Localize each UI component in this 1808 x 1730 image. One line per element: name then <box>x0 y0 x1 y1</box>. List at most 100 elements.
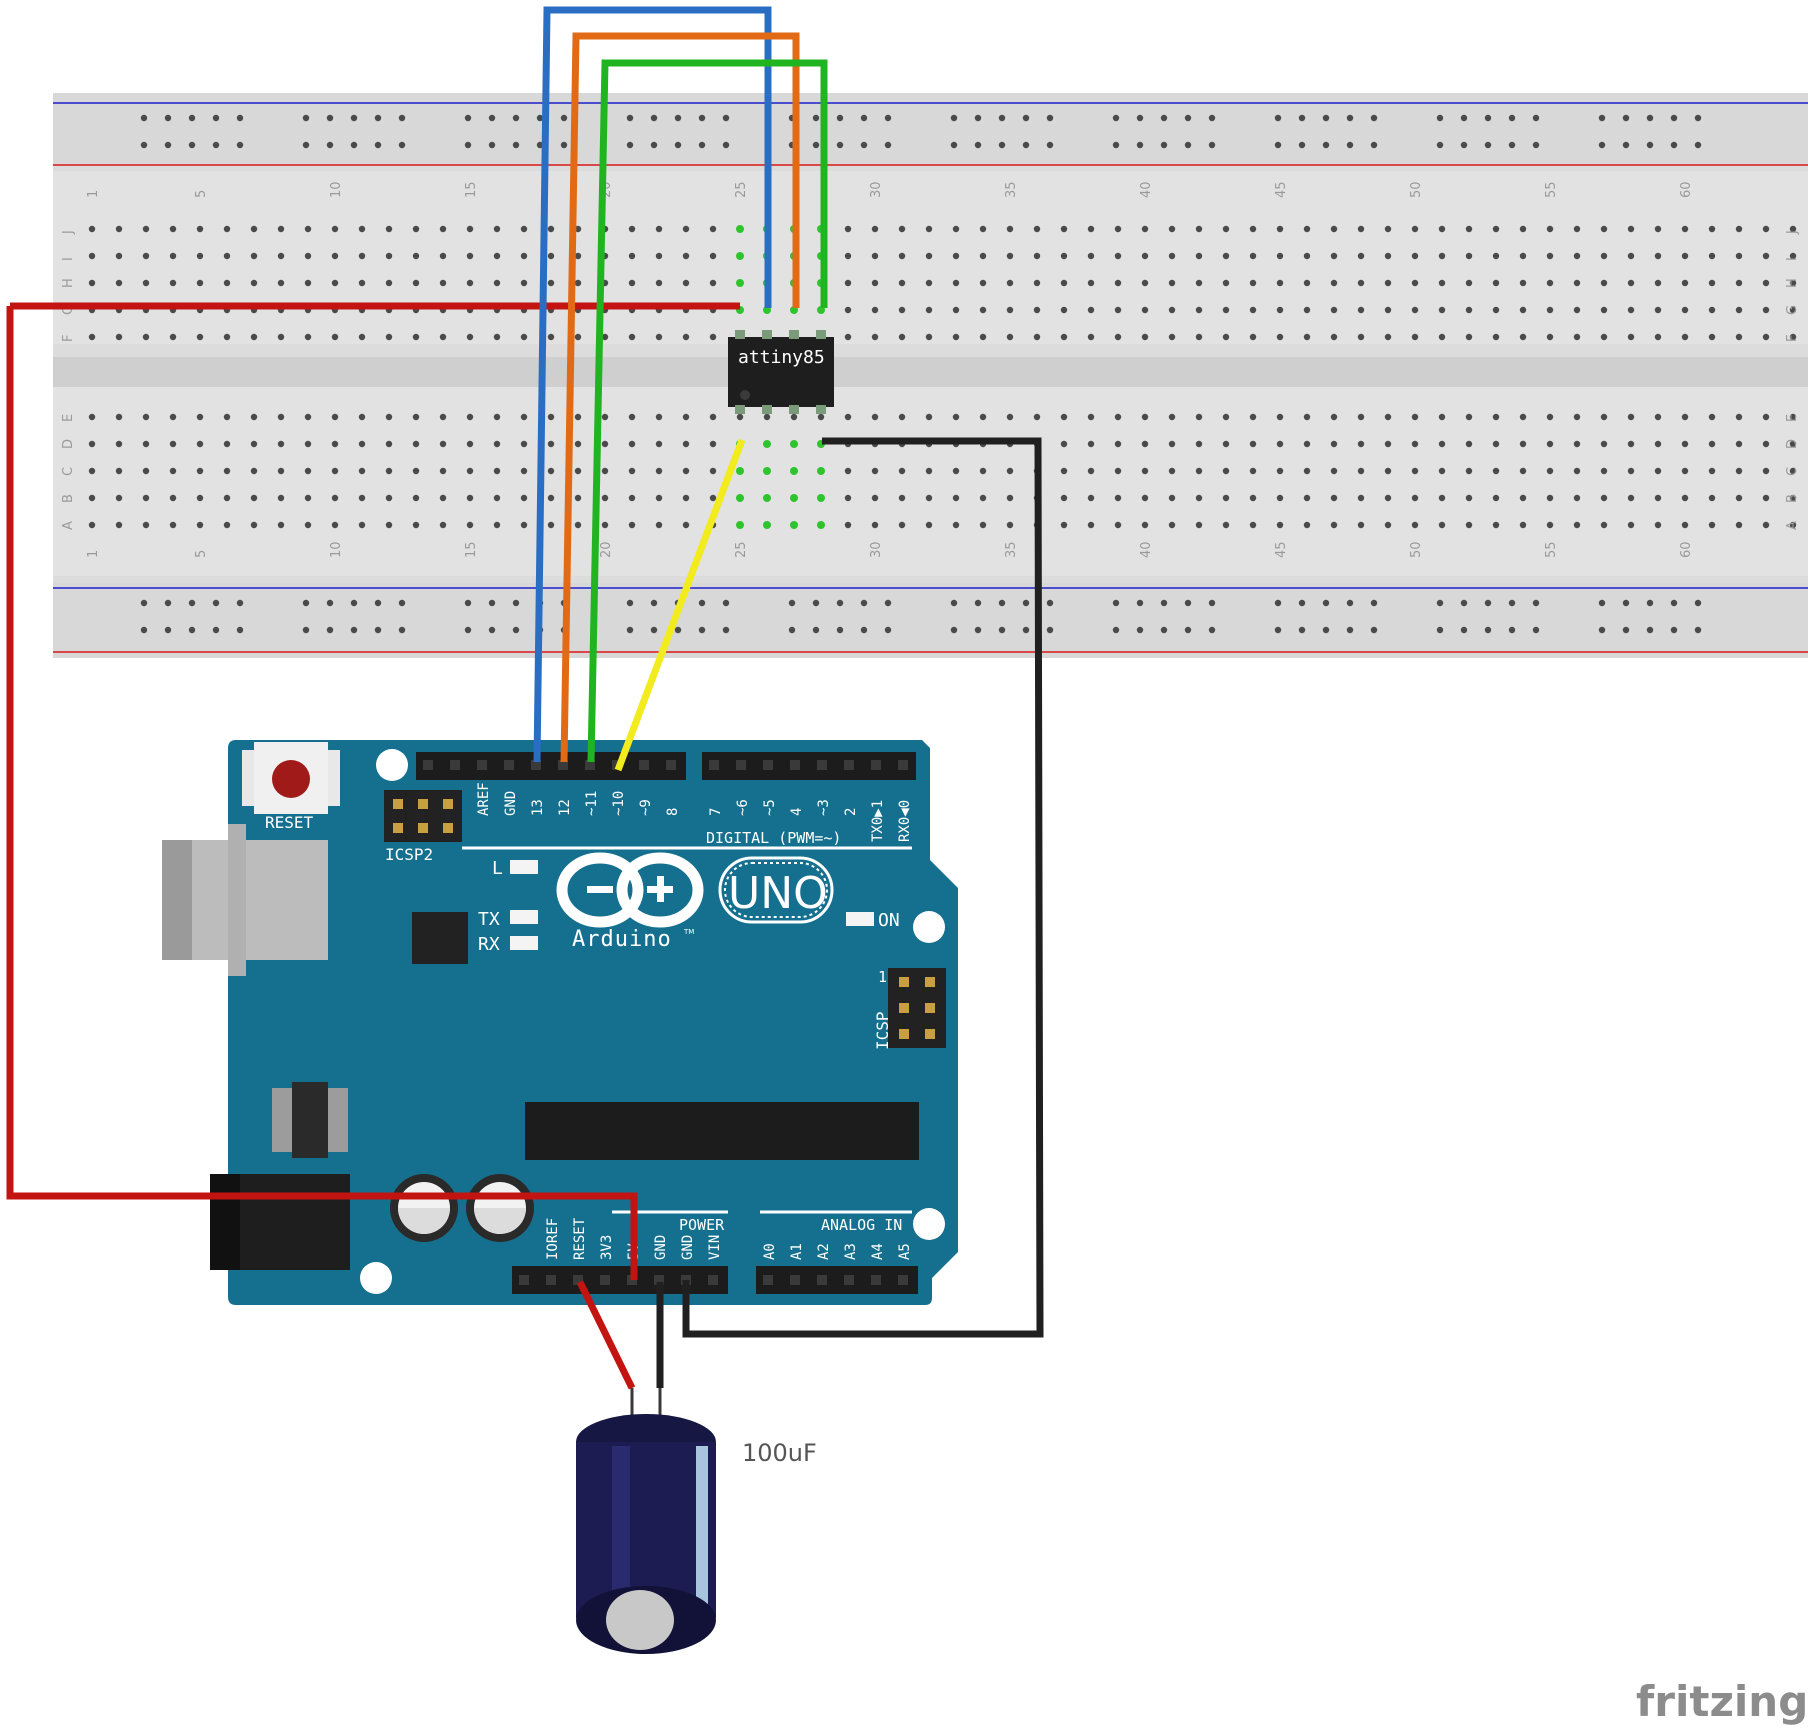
rail-hole <box>836 114 844 122</box>
breadboard-hole <box>250 467 258 475</box>
breadboard-hole <box>493 279 501 287</box>
breadboard-hole <box>250 252 258 260</box>
header-pin <box>925 977 935 987</box>
chip-leg <box>789 330 799 339</box>
analog-pin-label: A3 <box>843 1243 859 1260</box>
breadboard-hole <box>1735 467 1743 475</box>
rail-hole <box>1046 626 1054 634</box>
breadboard-hole <box>1384 333 1392 341</box>
breadboard-hole <box>1546 521 1554 529</box>
breadboard-hole <box>682 467 690 475</box>
breadboard-hole <box>1087 252 1095 260</box>
rail-hole <box>188 114 196 122</box>
column-number: 1 <box>86 550 101 558</box>
analog-pin-label: A4 <box>870 1243 886 1260</box>
ic-chip-small <box>412 912 468 964</box>
breadboard-hole <box>1519 279 1527 287</box>
breadboard-hole <box>1222 413 1230 421</box>
digital-header <box>416 752 916 780</box>
breadboard-hole <box>1438 521 1446 529</box>
column-number: 50 <box>1409 541 1424 558</box>
breadboard-hole <box>1492 225 1500 233</box>
breadboard-hole <box>142 521 150 529</box>
breadboard-hole <box>844 333 852 341</box>
rail-hole <box>1532 114 1540 122</box>
breadboard-hole <box>1276 467 1284 475</box>
column-number: 25 <box>734 541 749 558</box>
reset-button[interactable] <box>242 742 340 814</box>
rail-hole <box>626 599 634 607</box>
breadboard-hole <box>925 467 933 475</box>
column-number: 25 <box>734 181 749 198</box>
breadboard-hole <box>1141 252 1149 260</box>
row-letter: G <box>61 305 76 315</box>
breadboard-hole <box>1276 252 1284 260</box>
column-number: 55 <box>1544 181 1559 198</box>
breadboard-hole <box>1168 252 1176 260</box>
breadboard-hole <box>1519 440 1527 448</box>
rail-hole <box>884 114 892 122</box>
breadboard-hole <box>1330 279 1338 287</box>
breadboard-hole <box>1006 279 1014 287</box>
breadboard-hole <box>1222 225 1230 233</box>
rail-hole <box>1184 599 1192 607</box>
attiny85-chip <box>728 330 834 414</box>
mount-hole <box>376 749 408 781</box>
row-letter: H <box>61 278 76 288</box>
breadboard-hole <box>601 413 609 421</box>
breadboard-hole <box>331 413 339 421</box>
connected-hole <box>763 521 771 529</box>
breadboard-hole <box>1330 225 1338 233</box>
rail-hole <box>236 599 244 607</box>
breadboard-hole <box>1519 413 1527 421</box>
row-letter: D <box>1785 439 1800 449</box>
header-socket <box>423 760 433 770</box>
breadboard-hole <box>1519 521 1527 529</box>
row-letter: I <box>61 257 76 261</box>
rail-hole <box>212 626 220 634</box>
rail-hole <box>1274 626 1282 634</box>
breadboard-hole <box>1357 279 1365 287</box>
digital-pin-label: ~6 <box>735 799 751 816</box>
breadboard-hole <box>358 333 366 341</box>
breadboard-hole <box>115 279 123 287</box>
breadboard-hole <box>412 467 420 475</box>
rail-hole <box>884 141 892 149</box>
breadboard-hole <box>1087 306 1095 314</box>
row-letter: G <box>1785 305 1800 315</box>
breadboard-hole <box>1762 467 1770 475</box>
connected-hole <box>763 440 771 448</box>
breadboard-hole <box>196 279 204 287</box>
rail-hole <box>1112 599 1120 607</box>
breadboard-hole <box>1249 252 1257 260</box>
header-socket <box>709 760 719 770</box>
breadboard-hole <box>925 225 933 233</box>
logo-tm: TM <box>683 928 694 936</box>
breadboard-hole <box>1141 521 1149 529</box>
rail-hole <box>1346 141 1354 149</box>
breadboard-hole <box>1735 333 1743 341</box>
breadboard-hole <box>952 413 960 421</box>
breadboard-hole <box>1465 252 1473 260</box>
rail-hole <box>302 114 310 122</box>
rail-hole <box>1136 599 1144 607</box>
rail-hole <box>350 599 358 607</box>
breadboard-hole <box>925 279 933 287</box>
breadboard-hole <box>1168 333 1176 341</box>
analog-pin-label: A5 <box>897 1243 913 1260</box>
breadboard-hole <box>1735 225 1743 233</box>
breadboard-hole <box>115 467 123 475</box>
column-number: 45 <box>1274 541 1289 558</box>
breadboard-hole <box>466 279 474 287</box>
rail-hole <box>164 114 172 122</box>
breadboard-hole <box>1600 252 1608 260</box>
breadboard-hole <box>628 494 636 502</box>
breadboard-hole <box>1195 413 1203 421</box>
rail-hole <box>512 626 520 634</box>
breadboard-hole <box>1627 252 1635 260</box>
rail-hole <box>326 599 334 607</box>
breadboard-hole <box>1006 413 1014 421</box>
rail-hole <box>1508 599 1516 607</box>
breadboard-hole <box>385 413 393 421</box>
rail-hole <box>140 114 148 122</box>
